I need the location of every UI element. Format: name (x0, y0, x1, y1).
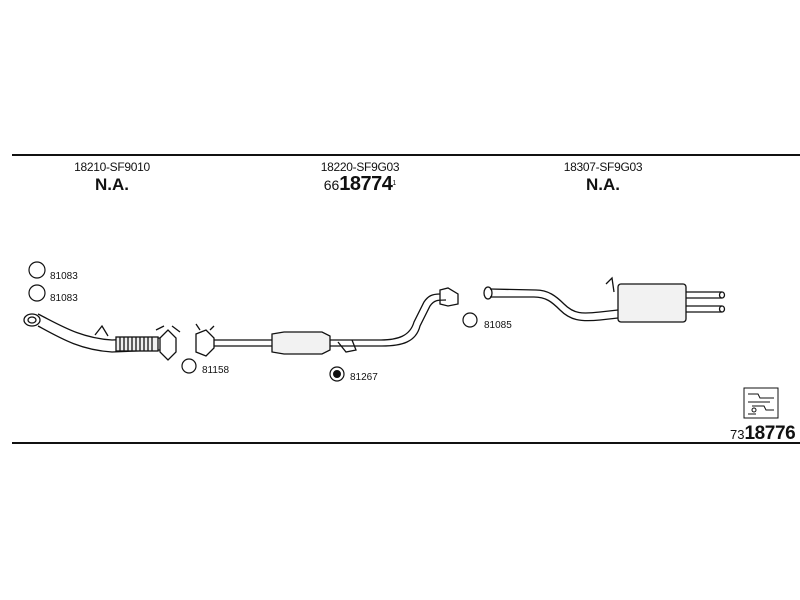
center-muffler-part-number: 18220-SF9G03 (320, 160, 400, 174)
rear-muffler-part-number: 18307-SF9G03 (563, 160, 643, 174)
gasket-1-label: 81083 (50, 271, 78, 282)
rubber-mount-icon[interactable] (329, 366, 345, 382)
center-muffler-reference[interactable]: 66187741 (300, 174, 420, 196)
rear-muffler-part[interactable] (483, 276, 726, 323)
set-reference[interactable]: 7318776 (730, 423, 796, 445)
center-ref-number: 18774 (339, 173, 393, 195)
clamp-front-label: 81158 (202, 365, 230, 376)
clamp-front-icon[interactable] (181, 358, 197, 374)
rear-muffler-availability: N.A. (586, 175, 620, 194)
center-ref-suffix: 1 (392, 180, 397, 187)
gasket-2-icon[interactable] (28, 284, 46, 302)
exhaust-system-set-icon[interactable] (743, 387, 779, 419)
rear-muffler-header: 18307-SF9G03 N.A. (548, 160, 658, 195)
center-ref-prefix: 66 (323, 177, 340, 193)
gasket-2-label: 81083 (50, 293, 78, 304)
bottom-rule (12, 442, 800, 444)
rubber-mount-label: 81267 (350, 372, 378, 383)
set-ref-number: 18776 (744, 423, 796, 444)
gasket-rear-icon[interactable] (462, 312, 478, 328)
set-ref-prefix: 73 (730, 427, 745, 442)
center-muffler-header: 18220-SF9G03 66187741 (300, 160, 420, 196)
gasket-rear-label: 81085 (484, 320, 512, 331)
gasket-1-icon[interactable] (28, 261, 46, 279)
front-pipe-part-number: 18210-SF9010 (74, 160, 150, 174)
front-pipe-part[interactable] (23, 313, 181, 361)
top-rule (12, 154, 800, 156)
front-pipe-availability: N.A. (95, 175, 129, 194)
center-muffler-part[interactable] (195, 287, 459, 357)
front-pipe-header: 18210-SF9010 N.A. (62, 160, 162, 195)
